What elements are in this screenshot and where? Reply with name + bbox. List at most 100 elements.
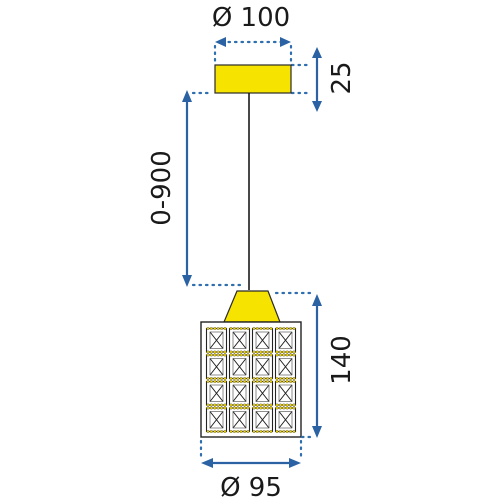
crystal-facet-line (232, 358, 247, 376)
crystal-facet-frame (255, 331, 270, 349)
crystal-bead (255, 406, 259, 410)
crystal-bead (282, 403, 286, 407)
crystal-bead (292, 350, 296, 354)
crystal-bead (278, 353, 282, 357)
crystal-facet-frame (232, 411, 247, 429)
shade-diameter-arrow-right (289, 458, 301, 468)
crystal-bead (292, 377, 296, 381)
cord-length-dimension: 0-900 (147, 90, 242, 287)
crystal-bead (269, 350, 273, 354)
crystal-bead (229, 430, 233, 434)
crystal-bead (259, 327, 263, 331)
crystal-bead (262, 350, 266, 354)
crystal-bead (206, 380, 210, 384)
crystal-bead (259, 403, 263, 407)
crystal-bead (282, 377, 286, 381)
crystal-bead (275, 350, 279, 354)
crystal-bead (229, 353, 233, 357)
crystal-bead (278, 350, 282, 354)
crystal-cell (274, 353, 297, 381)
crystal-bead (236, 350, 240, 354)
crystal-bead (269, 430, 273, 434)
crystal-bead (278, 327, 282, 331)
crystal-bead (285, 430, 289, 434)
crystal-bead (232, 430, 236, 434)
crystal-facet-frame (278, 358, 293, 376)
crystal-bead (206, 403, 210, 407)
crystal-bead (289, 353, 293, 357)
crystal-bead (282, 353, 286, 357)
crystal-bead (220, 430, 224, 434)
crystal-bead (229, 377, 233, 381)
crystal-bead (275, 353, 279, 357)
crystal-bead (266, 377, 270, 381)
crystal-bead (285, 353, 289, 357)
crystal-bead (262, 430, 266, 434)
crystal-bead (259, 377, 263, 381)
crystal-bead (255, 380, 259, 384)
crystal-bead (278, 377, 282, 381)
crystal-bead (266, 350, 270, 354)
crystal-bead (223, 380, 227, 384)
crystal-bead (275, 327, 279, 331)
crystal-bead (236, 403, 240, 407)
crystal-bead (282, 430, 286, 434)
crystal-bead (220, 377, 224, 381)
crystal-facet-frame (255, 358, 270, 376)
crystal-bead (262, 353, 266, 357)
shade-diameter-arrow-left (201, 458, 213, 468)
crystal-bead (239, 403, 243, 407)
crystal-bead (213, 430, 217, 434)
crystal-bead (209, 406, 213, 410)
crystal-bead (259, 406, 263, 410)
crystal-bead (259, 353, 263, 357)
crystal-facet-frame (278, 411, 293, 429)
crystal-bead (292, 403, 296, 407)
canopy-height-arrow-bottom (312, 101, 322, 112)
crystal-bead (262, 403, 266, 407)
crystal-bead (206, 327, 210, 331)
crystal-bead (243, 406, 247, 410)
crystal-bead (246, 403, 250, 407)
crystal-shade (200, 321, 302, 438)
crystal-bead (206, 406, 210, 410)
crystal-facet-frame (209, 331, 224, 349)
crystal-bead (269, 406, 273, 410)
crystal-facet-line (255, 411, 270, 429)
crystal-bead (266, 327, 270, 331)
crystal-bead (262, 377, 266, 381)
crystal-bead (236, 327, 240, 331)
crystal-bead (229, 403, 233, 407)
crystal-bead (246, 406, 250, 410)
crystal-bead (289, 377, 293, 381)
crystal-facet-line (209, 384, 224, 402)
crystal-bead (206, 353, 210, 357)
crystal-bead (266, 380, 270, 384)
crystal-bead (239, 430, 243, 434)
shade-height-dimension: 140 (274, 291, 357, 439)
crystal-facet-frame (232, 331, 247, 349)
crystal-bead (216, 353, 220, 357)
crystal-bead (255, 327, 259, 331)
crystal-facet-line (232, 411, 247, 429)
cord-length-arrow-bottom (182, 275, 192, 287)
crystal-bead (223, 353, 227, 357)
crystal-bead (239, 380, 243, 384)
crystal-bead (216, 350, 220, 354)
crystal-bead (255, 377, 259, 381)
crystal-bead (252, 353, 256, 357)
crystal-bead (236, 430, 240, 434)
crystal-bead (216, 377, 220, 381)
crystal-bead (209, 377, 213, 381)
crystal-bead (275, 430, 279, 434)
crystal-cell (228, 406, 251, 434)
crystal-bead (243, 403, 247, 407)
crystal-bead (285, 380, 289, 384)
crystal-bead (216, 327, 220, 331)
crystal-cell (228, 353, 251, 381)
crystal-bead (223, 406, 227, 410)
canopy-diameter-label: Ø 100 (212, 3, 290, 33)
crystal-bead (229, 350, 233, 354)
crystal-bead (236, 377, 240, 381)
